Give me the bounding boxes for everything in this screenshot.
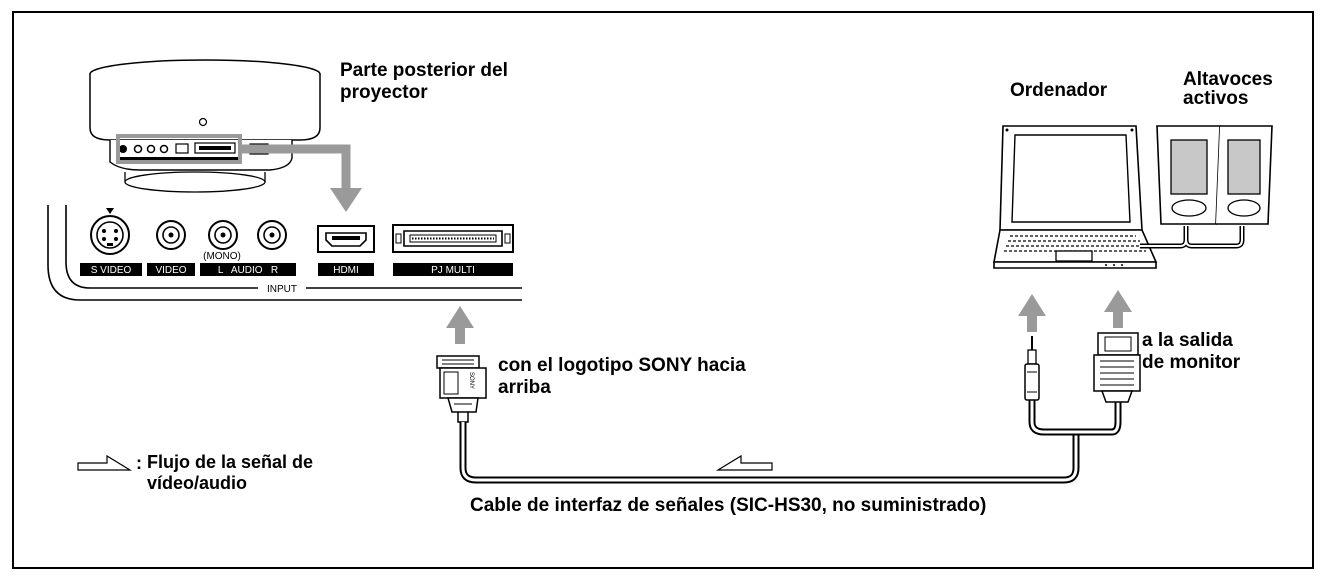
audio-mini-plug (1024, 336, 1040, 401)
mono-label: (MONO) (203, 251, 241, 262)
s-video-port (90, 208, 130, 255)
monitor-note-line-2: de monitor (1142, 351, 1241, 373)
hdmi-label: HDMI (333, 265, 359, 276)
sony-note-line-1: con el logotipo SONY hacia (498, 355, 746, 376)
projector-back-label: Parte posterior del proyector (340, 60, 508, 104)
pj-multi-label-bar (393, 263, 513, 276)
audio-branch-cable (1028, 400, 1122, 436)
cable-label: Cable de interfaz de señales (SIC-HS30, … (470, 495, 987, 516)
speakers-label: Altavoces activos (1183, 70, 1273, 108)
input-label: INPUT (267, 284, 297, 295)
pj-multi-label: PJ MULTI (431, 265, 475, 276)
video-port (156, 220, 186, 250)
legend-colon: : (136, 453, 142, 473)
signal-cable-inner (461, 422, 1078, 482)
speakers-line-2: activos (1183, 88, 1249, 109)
upward-arrow-audio (1018, 294, 1046, 332)
pj-multi-plug: SONY (436, 355, 487, 423)
video-label-bar (147, 263, 195, 276)
projector-back-line-1: Parte posterior del (340, 60, 508, 81)
speaker-cable (1140, 226, 1245, 249)
legend-text: Flujo de la señal de vídeo/audio (133, 452, 313, 493)
audio-l-port (208, 220, 238, 250)
computer-illustration (993, 125, 1158, 269)
sony-note-line-2: arriba (498, 376, 551, 398)
rear-mini-connectors (118, 142, 269, 160)
projector-back-line-2: proyector (340, 81, 428, 103)
s-video-label-bar (80, 263, 142, 276)
cable-flow-arrow (715, 454, 773, 471)
sony-logo-text: SONY (468, 372, 474, 389)
diagram-border (12, 11, 1314, 569)
computer-label: Ordenador (1010, 80, 1108, 101)
upward-arrow-pj (446, 306, 474, 344)
monitor-output-note: a la salida de monitor (1142, 330, 1240, 374)
s-video-label: S VIDEO (91, 265, 132, 276)
projector-illustration (89, 59, 362, 212)
hdmi-port (317, 225, 375, 253)
audio-label-bar (200, 263, 296, 276)
sony-orientation-note: con el logotipo SONY hacia arriba (498, 355, 746, 399)
speakers-line-1: Altavoces (1183, 69, 1273, 90)
audio-r-port (257, 220, 287, 250)
input-panel: S VIDEO VIDEO (MONO) L AUDIO R HDMI PJ M… (47, 205, 522, 301)
hdmi-label-bar (318, 263, 374, 276)
video-label: VIDEO (155, 265, 186, 276)
legend-line-2: vídeo/audio (147, 472, 248, 493)
audio-label: L AUDIO R (218, 265, 278, 276)
vga-plug (1093, 332, 1141, 403)
signal-cable (459, 422, 1080, 484)
speakers-illustration (1156, 125, 1273, 225)
upward-arrow-monitor (1104, 290, 1132, 328)
monitor-note-line-1: a la salida (1142, 330, 1233, 351)
legend-arrow-shape (77, 454, 133, 471)
pj-multi-port (392, 224, 514, 253)
legend-line-1: Flujo de la señal de (147, 452, 314, 472)
